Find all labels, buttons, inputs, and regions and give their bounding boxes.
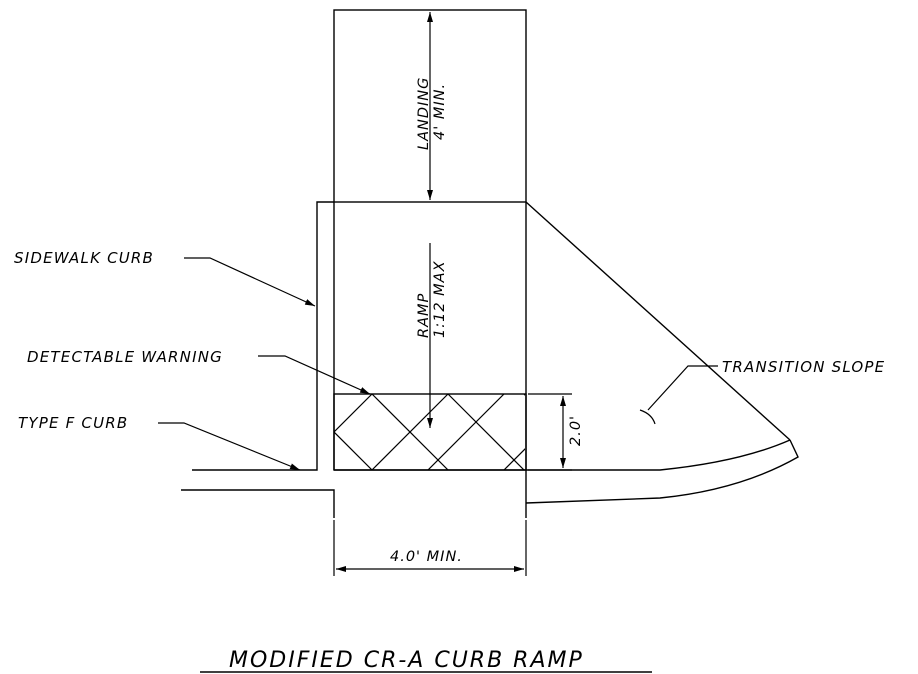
- ramp-label: RAMP: [416, 293, 432, 338]
- type-f-curb: [181, 489, 335, 518]
- transition-slope-edge: [525, 201, 791, 441]
- sidewalk-curb-label: SIDEWALK CURB: [14, 249, 154, 267]
- transition-slope-leader: [647, 365, 718, 411]
- drawing-title: MODIFIED CR-A CURB RAMP: [229, 648, 584, 673]
- landing-label: LANDING: [416, 77, 432, 150]
- sidewalk-curb-leader: [184, 257, 316, 307]
- sidewalk-curb: [192, 201, 334, 471]
- transition-curve-upper: [526, 439, 791, 471]
- type-f-curb-leader: [158, 422, 301, 471]
- detectable-warning-hatch: [334, 394, 525, 470]
- detectable-warning-label: DETECTABLE WARNING: [27, 348, 223, 366]
- ramp-value: 1:12 MAX: [432, 260, 448, 338]
- ramp-width-label: 4.0' MIN.: [390, 549, 463, 565]
- detectable-warning-leader: [258, 355, 371, 395]
- warning-depth-label: 2.0': [568, 415, 584, 446]
- transition-curve-lower: [525, 439, 799, 504]
- type-f-curb-label: TYPE F CURB: [18, 414, 128, 432]
- transition-slope-tick: [639, 409, 656, 425]
- transition-slope-label: TRANSITION SLOPE: [722, 358, 885, 376]
- landing-value: 4' MIN.: [432, 83, 448, 140]
- landing-area: [333, 9, 527, 203]
